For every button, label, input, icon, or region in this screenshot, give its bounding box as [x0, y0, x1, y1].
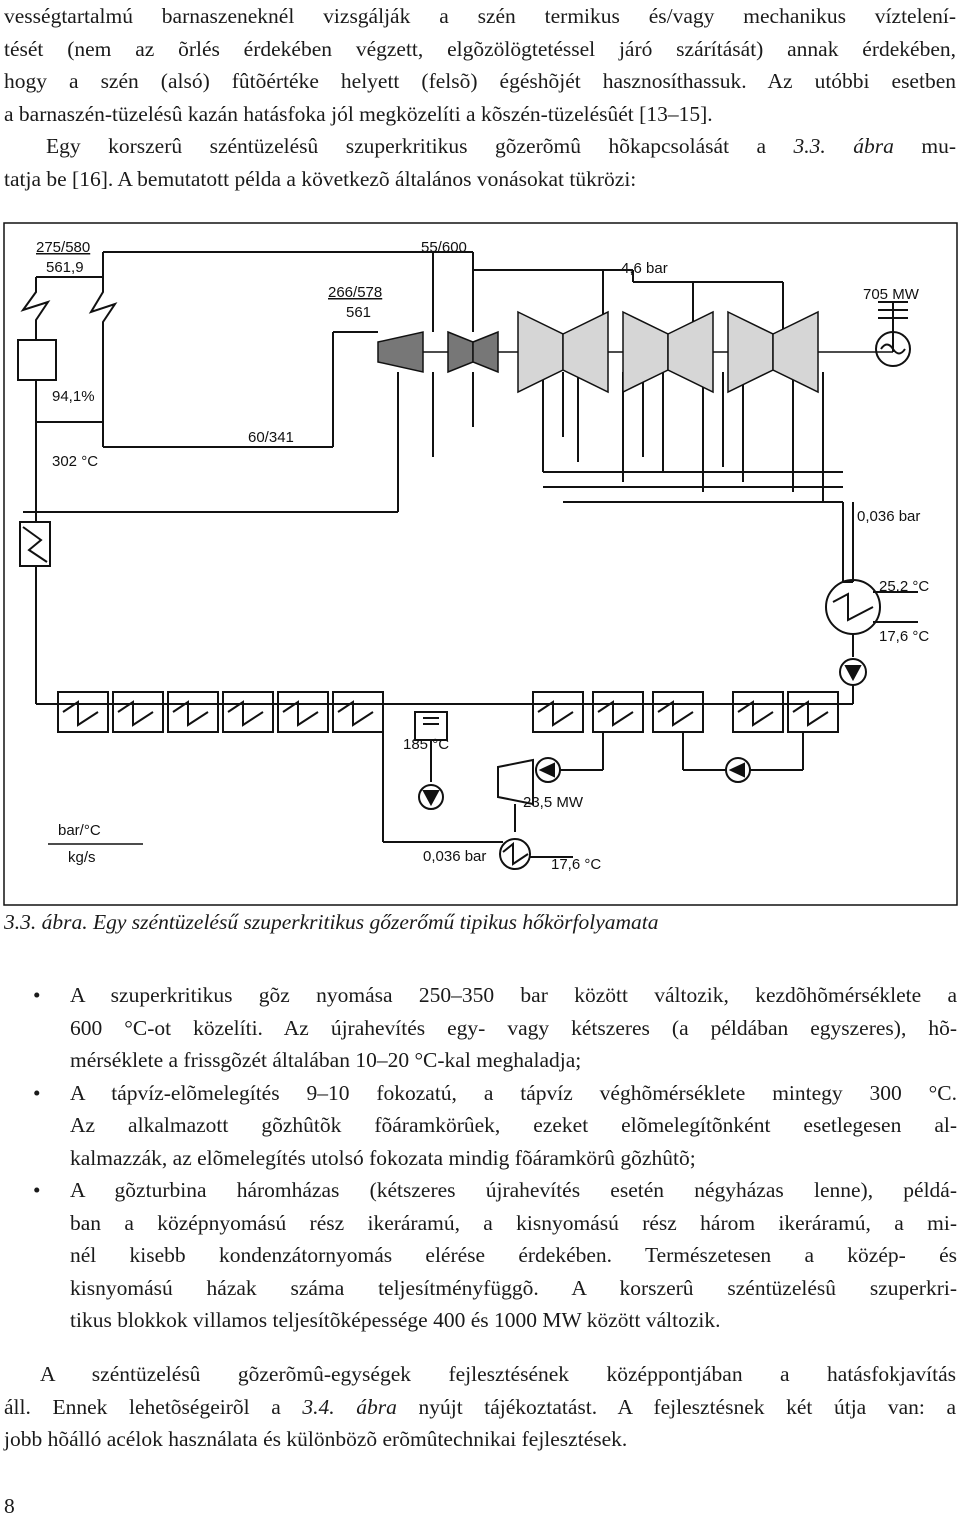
intro-line: tését (nem az õrlés érdekében végzett, e… [4, 36, 956, 61]
ip-turbine-icon [447, 330, 499, 374]
label-cond-pressure: 0,036 bar [857, 508, 920, 525]
intro-line: Egy korszerû széntüzelésû szuperkritikus… [46, 134, 956, 158]
label-hp-inlet: 275/580 [36, 239, 90, 256]
label-hp-inlet-flow: 561,9 [46, 259, 84, 276]
bullet-marker: • [33, 1080, 41, 1105]
bullet-list: • A szuperkritikus gõz nyomása 250–350 b… [0, 979, 957, 1337]
closing-line: jobb hõálló acélok használata és különbö… [4, 1427, 628, 1451]
intro-line: vességtartalmú barnaszeneknél vizsgálják… [4, 4, 956, 28]
feed-pump-turbine-icon [497, 758, 534, 806]
legend-bottom: kg/s [68, 849, 96, 866]
legend-top: bar/°C [58, 822, 101, 839]
pump-icon [418, 784, 444, 810]
intro-paragraph: vességtartalmú barnaszeneknél vizsgálják… [4, 0, 956, 195]
label-power: 705 MW [863, 286, 920, 303]
label-pump-power: 23,5 MW [523, 794, 584, 811]
label-cw-out: 25,2 °C [879, 578, 929, 595]
page-number: 8 [4, 1494, 15, 1518]
boiler-icon [17, 339, 57, 381]
label-efficiency: 94,1% [52, 388, 95, 405]
power-plant-schematic: 275/580 561,9 55/600 4,6 bar 266/578 561… [3, 222, 958, 906]
bullet-marker: • [33, 983, 41, 1007]
label-deaerator-temp: 185 °C [403, 736, 449, 753]
figure-reference: 3.3. ábra [793, 134, 894, 158]
generator-icon [875, 331, 911, 367]
superheater-icon [20, 277, 118, 340]
feedwater-heater-icon [57, 691, 839, 733]
list-item: • A tápvíz-elõmelegítés 9–10 fokozatú, a… [0, 1077, 957, 1175]
economizer-icon [19, 521, 51, 567]
list-item: • A szuperkritikus gõz nyomása 250–350 b… [0, 979, 957, 1077]
closing-paragraph: A széntüzelésû gõzerõmû-egységek fejlesz… [4, 1358, 956, 1456]
label-reheat: 266/578 [328, 284, 382, 301]
closing-line: A széntüzelésû gõzerõmû-egységek fejlesz… [40, 1362, 956, 1386]
label-aux-cw-temp: 17,6 °C [551, 856, 601, 873]
label-cw-in: 17,6 °C [879, 628, 929, 645]
intro-line: tatja be [16]. A bemutatott példa a köve… [4, 166, 637, 191]
lp-turbine-icon [517, 310, 819, 394]
label-ip-pressure: 55/600 [421, 239, 467, 256]
figure-caption: 3.3. ábra. Egy széntüzelésű szuperkritik… [4, 910, 659, 934]
intro-line: a barnaszén-tüzelésû kazán hatásfoka jól… [4, 101, 713, 126]
figure-reference: 3.4. ábra [302, 1394, 397, 1419]
hp-turbine-icon [377, 331, 424, 373]
intro-line: hogy a szén (alsó) fûtõértéke helyett (f… [4, 69, 956, 93]
label-feed-temp: 302 °C [52, 453, 98, 470]
bullet-marker: • [33, 1178, 41, 1202]
list-item: • A gõzturbina háromházas (kétszeres újr… [0, 1174, 957, 1337]
label-reheat-line: 60/341 [248, 429, 294, 446]
closing-line: áll. Ennek lehetõségeirõl a 3.4. ábra ny… [4, 1394, 956, 1419]
label-reheat-flow: 561 [346, 304, 371, 321]
label-aux-cond-pressure: 0,036 bar [423, 848, 486, 865]
label-lp-pressure: 4,6 bar [621, 260, 668, 277]
